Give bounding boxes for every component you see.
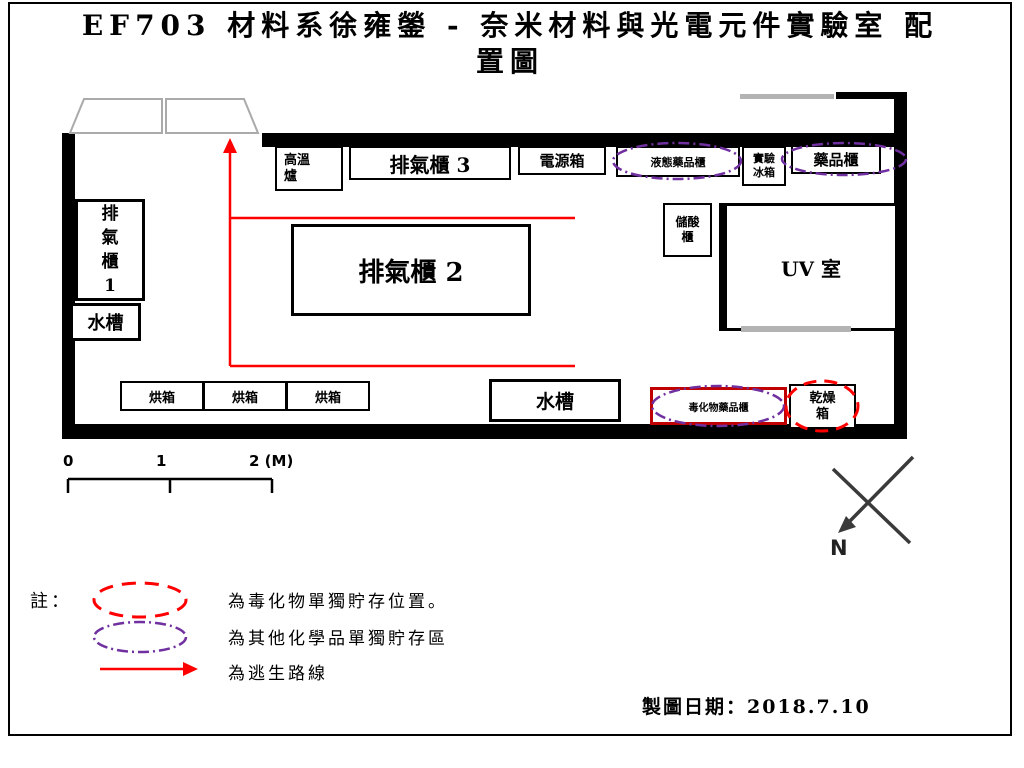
page-title: EF703 材料系徐雍鎣 - 奈米材料與光電元件實驗室 配 置圖 — [40, 8, 980, 80]
page-title-line2: 置圖 — [475, 45, 544, 78]
liquid-chemical-cabinet-label: 液態藥品櫃 — [650, 155, 706, 169]
top-right-opening — [740, 94, 834, 99]
uv-room-opening — [741, 326, 851, 332]
room-oven-2: 烘箱 — [203, 381, 287, 411]
room-drying-box: 乾燥箱 — [789, 384, 856, 429]
room-acid-storage-cabinet: 儲酸櫃 — [663, 203, 712, 257]
page-border — [8, 2, 1012, 736]
room-chemical-cabinet: 藥品櫃 — [791, 145, 881, 174]
room-high-temp-furnace: 高溫爐 — [275, 146, 343, 191]
wall-right — [894, 93, 907, 439]
high-temp-furnace-label: 高溫爐 — [284, 152, 311, 184]
oven-3-label: 烘箱 — [314, 390, 341, 406]
drying-box-label: 乾燥箱 — [809, 390, 836, 422]
room-power-box: 電源箱 — [518, 146, 606, 175]
acid-storage-cabinet-label: 儲酸櫃 — [675, 215, 700, 244]
sink-left-label: 水槽 — [87, 313, 124, 334]
scalebar-tick-1: 1 — [156, 452, 167, 470]
legend-chemical-text: 為其他化學品單獨貯存區 — [228, 629, 448, 649]
room-sink-bottom: 水槽 — [489, 379, 621, 422]
room-exhaust-cabinet-2: 排氣櫃 2 — [291, 224, 531, 316]
legend-toxic-text: 為毒化物單獨貯存位置。 — [228, 592, 448, 612]
wall-top-right-segment — [836, 92, 907, 99]
oven-1-label: 烘箱 — [148, 390, 175, 406]
power-box-label: 電源箱 — [539, 152, 585, 170]
uv-room-label: UV 室 — [781, 256, 841, 281]
room-uv-room: UV 室 — [719, 203, 895, 332]
room-sink-left: 水槽 — [70, 303, 141, 341]
room-experiment-fridge: 實驗冰箱 — [742, 146, 786, 186]
room-oven-3: 烘箱 — [286, 381, 370, 411]
legend-note-label: 註： — [30, 591, 72, 612]
wall-bottom — [62, 424, 907, 439]
exhaust-cabinet-1-label: 排氣櫃1 — [101, 204, 119, 296]
scalebar-tick-0: 0 — [63, 452, 74, 470]
exhaust-cabinet-3-label: 排氣櫃 3 — [389, 152, 471, 177]
room-exhaust-cabinet-1: 排氣櫃1 — [75, 199, 145, 301]
compass-north-label: N — [830, 536, 848, 560]
oven-2-label: 烘箱 — [231, 390, 258, 406]
room-exhaust-cabinet-3: 排氣櫃 3 — [349, 146, 511, 180]
exhaust-cabinet-2-label: 排氣櫃 2 — [358, 257, 464, 288]
wall-left — [62, 133, 75, 439]
drawing-date: 製圖日期：2018.7.10 — [642, 696, 871, 718]
chemical-cabinet-label: 藥品櫃 — [813, 151, 859, 169]
room-toxic-chemical-cabinet: 毒化物藥品櫃 — [650, 387, 787, 425]
legend-escape-text: 為逃生路線 — [228, 664, 328, 684]
toxic-chemical-cabinet-label: 毒化物藥品櫃 — [688, 402, 749, 414]
room-oven-1: 烘箱 — [120, 381, 204, 411]
scalebar-tick-2: 2 (M) — [249, 452, 294, 470]
wall-top — [262, 133, 907, 147]
room-liquid-chemical-cabinet: 液態藥品櫃 — [616, 146, 740, 177]
experiment-fridge-label: 實驗冰箱 — [753, 152, 775, 179]
sink-bottom-label: 水槽 — [535, 391, 574, 413]
page-title-line1: EF703 材料系徐雍鎣 - 奈米材料與光電元件實驗室 配 — [81, 9, 939, 42]
